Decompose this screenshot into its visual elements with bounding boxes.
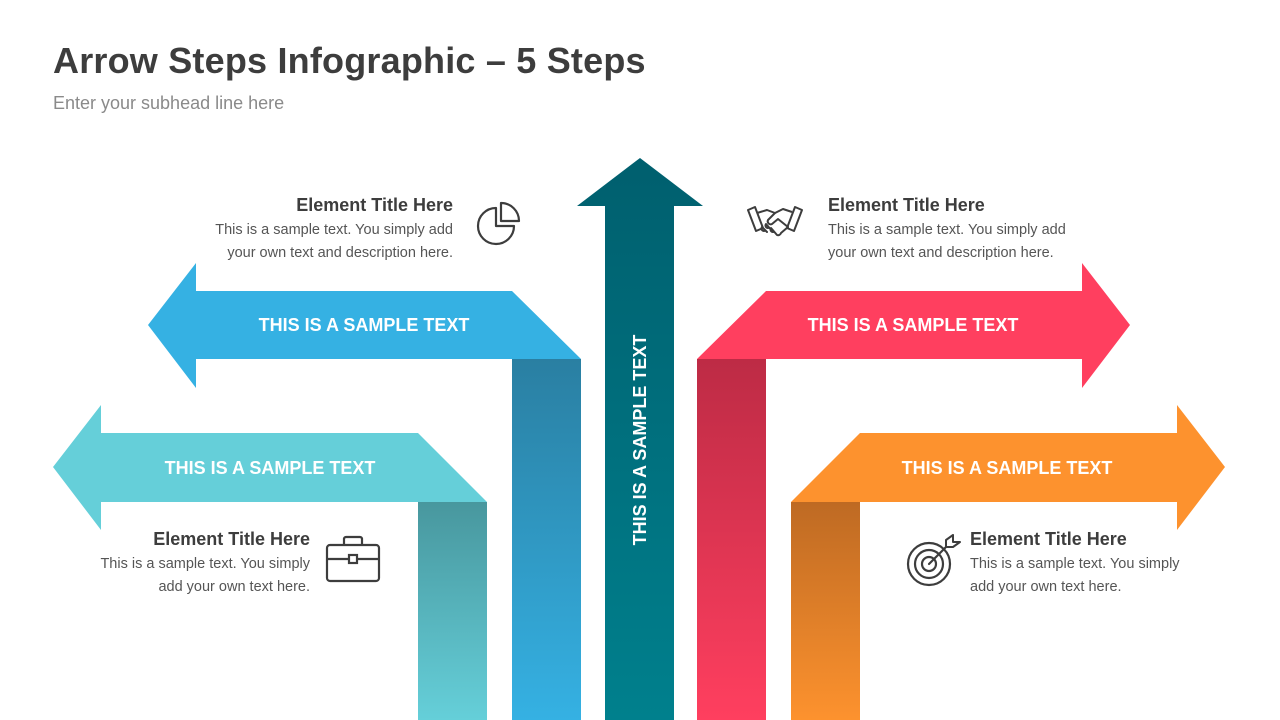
- info-text-line: your own text and description here.: [227, 245, 453, 261]
- info-title: Element Title Here: [153, 529, 310, 549]
- arrow-upper-right-label: THIS IS A SAMPLE TEXT: [808, 315, 1019, 335]
- info-text-line: your own text and description here.: [828, 245, 1054, 261]
- info-block-upper-left: Element Title Here This is a sample text…: [33, 194, 453, 265]
- pie-chart-icon: [476, 201, 521, 246]
- arrow-lower-left: THIS IS A SAMPLE TEXT: [53, 405, 487, 720]
- info-text-line: add your own text here.: [970, 579, 1122, 595]
- target-icon: [906, 534, 961, 587]
- info-text-line: This is a sample text. You simply: [970, 556, 1180, 572]
- handshake-icon: [747, 206, 803, 237]
- arrow-upper-right-head: [697, 263, 1130, 388]
- arrow-upper-left-label: THIS IS A SAMPLE TEXT: [259, 315, 470, 335]
- arrow-upper-right-stem: [697, 359, 766, 720]
- arrow-lower-left-stem: [418, 502, 487, 720]
- briefcase-icon: [325, 535, 381, 583]
- arrow-upper-left-head: [148, 263, 581, 388]
- info-text-line: This is a sample text. You simply add: [215, 222, 453, 238]
- arrow-lower-left-label: THIS IS A SAMPLE TEXT: [165, 458, 376, 478]
- info-title: Element Title Here: [296, 195, 453, 215]
- info-text-line: add your own text here.: [158, 579, 310, 595]
- info-text-line: This is a sample text. You simply add: [828, 222, 1066, 238]
- arrow-upper-right: THIS IS A SAMPLE TEXT: [697, 263, 1130, 720]
- info-block-lower-right: Element Title Here This is a sample text…: [970, 528, 1280, 599]
- page-title: Arrow Steps Infographic – 5 Steps: [53, 40, 646, 81]
- arrow-center-label: THIS IS A SAMPLE TEXT: [630, 335, 650, 546]
- arrow-lower-right-label: THIS IS A SAMPLE TEXT: [902, 458, 1113, 478]
- info-block-lower-left: Element Title Here This is a sample text…: [0, 528, 310, 599]
- arrow-upper-left: THIS IS A SAMPLE TEXT: [148, 263, 581, 720]
- arrow-lower-left-head: [53, 405, 487, 530]
- info-title: Element Title Here: [828, 195, 985, 215]
- page-subtitle: Enter your subhead line here: [53, 93, 285, 113]
- info-text-line: This is a sample text. You simply: [100, 556, 310, 572]
- info-title: Element Title Here: [970, 529, 1127, 549]
- arrow-center-shape: [577, 158, 703, 720]
- arrow-upper-left-stem: [512, 359, 581, 720]
- arrow-center: THIS IS A SAMPLE TEXT: [577, 158, 703, 720]
- arrow-lower-right-head: [791, 405, 1225, 530]
- arrow-lower-right-stem: [791, 502, 860, 720]
- arrow-lower-right: THIS IS A SAMPLE TEXT: [791, 405, 1225, 720]
- info-block-upper-right: Element Title Here This is a sample text…: [828, 194, 1248, 265]
